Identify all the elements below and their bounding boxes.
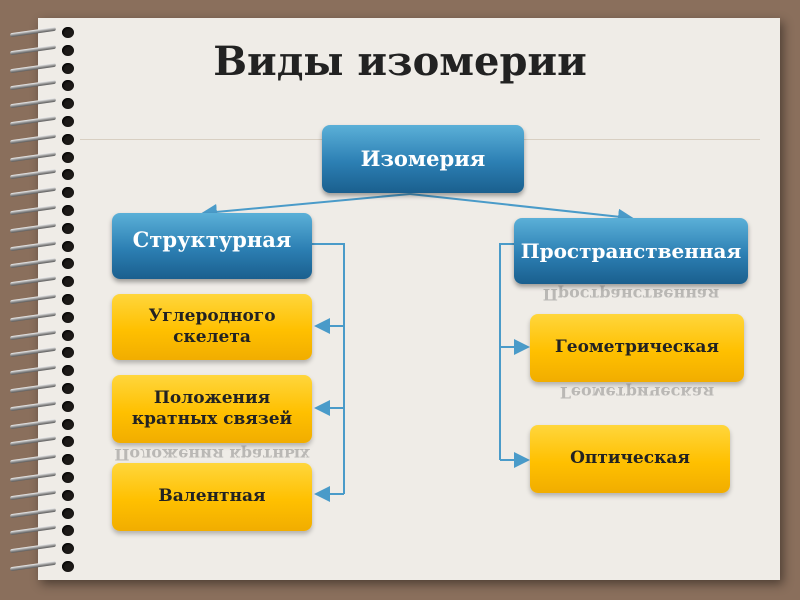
root-node-label: Изомерия	[360, 145, 486, 171]
spiral-ring	[9, 62, 80, 74]
branch-node-spatial: Пространственная	[514, 218, 748, 284]
leaf-valence: Валентная	[112, 463, 312, 531]
multiple-bond-position-label: Положения кратных связей	[131, 387, 293, 429]
spiral-ring	[9, 115, 80, 127]
root-node-isomerism: Изомерия	[322, 125, 524, 193]
carbon-skeleton-label: Углеродного скелета	[148, 305, 276, 347]
root-to-spatial-arrow	[409, 193, 634, 225]
leaf-carbon-skeleton: Углеродного скелета	[112, 294, 312, 360]
spiral-ring	[9, 329, 80, 341]
structural-label: Структурная	[132, 227, 292, 252]
spiral-ring	[9, 44, 80, 56]
leaf-optical: Оптическая	[530, 425, 730, 493]
spiral-binding	[0, 18, 90, 580]
optical-label: Оптическая	[570, 448, 690, 469]
spiral-ring	[9, 222, 80, 234]
spiral-ring	[9, 400, 80, 412]
spiral-ring	[9, 151, 80, 163]
spiral-ring	[9, 418, 80, 430]
spatial-label: Пространственная	[520, 238, 742, 263]
leaf-multiple-bond-position: Положения кратных связей	[112, 375, 312, 443]
spiral-ring	[9, 311, 80, 323]
spiral-ring	[9, 26, 80, 38]
spiral-ring	[9, 524, 80, 537]
spiral-ring	[9, 186, 80, 199]
spiral-ring	[9, 489, 80, 501]
spiral-ring	[9, 240, 80, 252]
root-to-structural-arrow	[201, 193, 411, 220]
structural-bracket-line	[312, 243, 345, 494]
spiral-ring	[9, 293, 80, 305]
spiral-ring	[9, 168, 80, 181]
geometric-label: Геометрическая	[555, 337, 719, 358]
spiral-ring	[9, 560, 80, 572]
spatial-bracket-line	[499, 243, 514, 460]
branch-node-structural: Структурная	[112, 213, 312, 279]
spiral-ring	[9, 97, 80, 110]
spiral-ring	[9, 204, 80, 216]
geometric-label-reflection: Геометрическая	[559, 383, 715, 402]
slide-title: Виды изомерии	[213, 38, 587, 85]
spiral-ring	[9, 507, 80, 519]
spiral-ring	[9, 364, 80, 377]
spiral-ring	[9, 257, 80, 270]
valence-label: Валентная	[158, 486, 266, 507]
leaf-geometric: Геометрическая	[530, 314, 744, 382]
spatial-label-reflection: Пространственная	[542, 285, 720, 304]
multiple-bond-reflection: Положения кратных связей	[114, 445, 310, 464]
spiral-ring	[9, 346, 80, 359]
spiral-ring	[9, 275, 80, 288]
spiral-ring	[9, 471, 80, 483]
spiral-ring	[9, 382, 80, 394]
spiral-ring	[9, 453, 80, 466]
spiral-ring	[9, 133, 80, 145]
spiral-ring	[9, 435, 80, 448]
spiral-ring	[9, 542, 80, 555]
spiral-ring	[9, 79, 80, 92]
